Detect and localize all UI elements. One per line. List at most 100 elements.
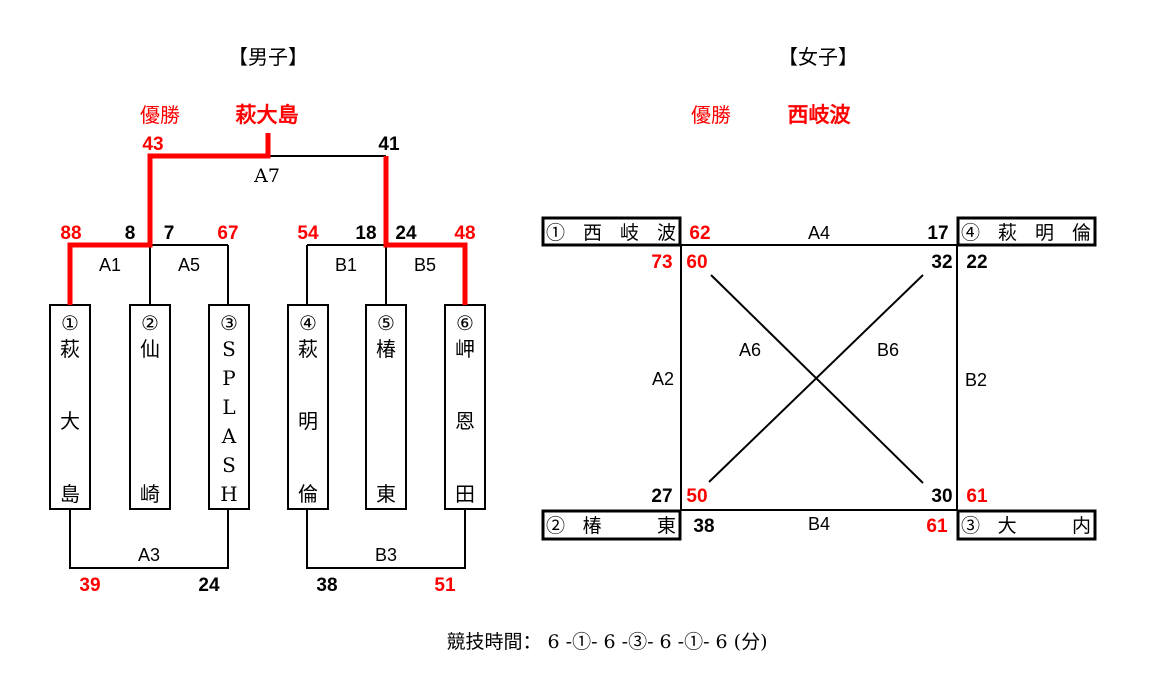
- team-box-tsubaki-higashi-w: [541, 509, 682, 541]
- team-4-char-0: ④: [299, 311, 317, 335]
- women-heading: 【女子】: [778, 45, 858, 69]
- score-a1-away: 8: [125, 223, 136, 244]
- score-a5-away: 67: [217, 223, 238, 244]
- team-3-char-2: P: [222, 366, 235, 390]
- team-box-misaki-onda: [444, 304, 486, 510]
- score-a6-home: 60: [686, 252, 707, 273]
- team-box-hagi-oshima: [49, 304, 91, 510]
- men-heading: 【男子】: [228, 45, 308, 69]
- score-b6-away: 50: [686, 486, 707, 507]
- score-b4-home: 38: [693, 516, 714, 537]
- team-5-char-1: 椿: [376, 337, 396, 361]
- team-box-hagi-meirin-w: [956, 216, 1097, 247]
- men-winner-path: [67, 133, 468, 305]
- women-league-lines: [680, 244, 958, 511]
- team-3-char-0: ③: [220, 311, 238, 335]
- team-2-char-1: 仙: [140, 337, 160, 361]
- line-a3: [69, 509, 229, 569]
- team-6-char-2: 恩: [455, 409, 475, 433]
- men-game-ids: A1 A5 B1 B5 A3 B3: [99, 255, 436, 565]
- game-id-b1: B1: [335, 255, 357, 275]
- men-champion-label: 優勝: [140, 103, 180, 127]
- men-team-boxes: [49, 304, 486, 510]
- team-2-char-0: ②: [141, 311, 159, 335]
- team-box-splash: [208, 304, 250, 510]
- league-square: [680, 244, 958, 511]
- women-champion-name: 西岐波: [788, 103, 852, 127]
- team-6-char-3: 田: [455, 482, 475, 506]
- team-3-char-3: L: [222, 395, 235, 419]
- score-b2-away: 61: [966, 486, 988, 507]
- line-a6: [710, 274, 924, 484]
- men-bracket-lines: [69, 155, 466, 569]
- winner-path-left: [67, 133, 271, 305]
- team-1-char-0: ①: [61, 311, 79, 335]
- team-box-ouchi: [956, 509, 1097, 541]
- score-a7-home: 43: [142, 134, 163, 155]
- women-scores: 62 17 73 27 60 30 32 50 22 61 38 61: [651, 223, 988, 537]
- team-3-char-5: S: [222, 453, 236, 477]
- score-a2-home: 73: [651, 252, 672, 273]
- men-scores: 88 8 7 67 54 18 24 48 39 24 38 51 43 41: [60, 134, 475, 596]
- score-b1-away: 18: [355, 223, 376, 244]
- line-b3: [306, 509, 466, 569]
- team-1-char-2: 大: [60, 409, 80, 433]
- women-section: 【女子】 優勝 西岐波 ① 西 岐 波 ④ 萩 明 倫 ② 椿 東 ③ 大 内 …: [541, 45, 1097, 541]
- men-team-names: ① 萩 大 島 ② 仙 崎 ③ S P L A S H ④ 萩 明 倫 ⑤ 椿 …: [60, 311, 475, 506]
- team-6-char-0: ⑥: [456, 311, 474, 335]
- team-box-hagi-meirin: [287, 304, 329, 510]
- score-b3-away: 51: [434, 575, 456, 596]
- game-id-a6: A6: [739, 340, 761, 360]
- winner-path-right: [383, 156, 468, 305]
- women-team-boxes: [541, 216, 1097, 541]
- game-id-b3: B3: [375, 545, 397, 565]
- game-id-b5: B5: [414, 255, 436, 275]
- game-id-b4: B4: [808, 514, 830, 534]
- team-4-char-1: 萩: [298, 337, 318, 361]
- game-id-a7: A7: [253, 165, 280, 187]
- women-game-ids: A4 A2 A6 B6 B2 B4: [652, 223, 987, 534]
- score-b6-home: 32: [931, 252, 952, 273]
- game-id-a3: A3: [138, 545, 160, 565]
- score-a3-home: 39: [79, 575, 100, 596]
- team-6-char-1: 岬: [455, 337, 475, 361]
- score-b4-away: 61: [926, 516, 948, 537]
- score-b5-away: 48: [454, 223, 475, 244]
- score-b2-home: 22: [966, 252, 987, 273]
- score-a4-away: 17: [927, 223, 948, 244]
- team-3-char-4: A: [221, 424, 237, 448]
- team-5-char-2: 東: [376, 482, 396, 506]
- game-id-a2: A2: [652, 369, 674, 389]
- score-a1-home: 88: [60, 223, 81, 244]
- score-a3-away: 24: [198, 575, 220, 596]
- men-section: 【男子】 優勝 萩大島 ① 萩 大 島 ② 仙 崎 ③ S P L A S: [49, 45, 486, 596]
- team-box-tsubaki-higashi: [365, 304, 407, 510]
- game-id-b2: B2: [965, 370, 987, 390]
- men-champion-name: 萩大島: [236, 103, 299, 127]
- team-4-char-2: 明: [298, 409, 318, 433]
- score-a4-home: 62: [689, 223, 710, 244]
- game-time-footer: 競技時間： 6 -①- 6 -③- 6 -①- 6 (分): [446, 631, 767, 653]
- score-a6-away: 30: [931, 486, 952, 507]
- score-a2-away: 27: [651, 486, 672, 507]
- game-id-b6: B6: [877, 340, 899, 360]
- team-5-char-0: ⑤: [377, 311, 395, 335]
- score-a7-away: 41: [378, 134, 400, 155]
- score-b5-home: 24: [395, 223, 417, 244]
- game-id-a4: A4: [808, 223, 830, 243]
- score-b3-home: 38: [316, 575, 337, 596]
- score-a5-home: 7: [164, 223, 175, 244]
- team-3-char-1: S: [222, 337, 236, 361]
- team-3-char-6: H: [220, 482, 237, 506]
- game-id-a5: A5: [178, 255, 200, 275]
- game-id-a1: A1: [99, 255, 121, 275]
- team-1-char-1: 萩: [60, 337, 80, 361]
- women-champion-label: 優勝: [691, 103, 731, 127]
- team-box-senzaki: [129, 304, 171, 510]
- score-b1-home: 54: [297, 223, 319, 244]
- team-4-char-3: 倫: [298, 482, 318, 506]
- team-2-char-2: 崎: [140, 482, 160, 506]
- team-box-nishikiwa: [541, 216, 682, 247]
